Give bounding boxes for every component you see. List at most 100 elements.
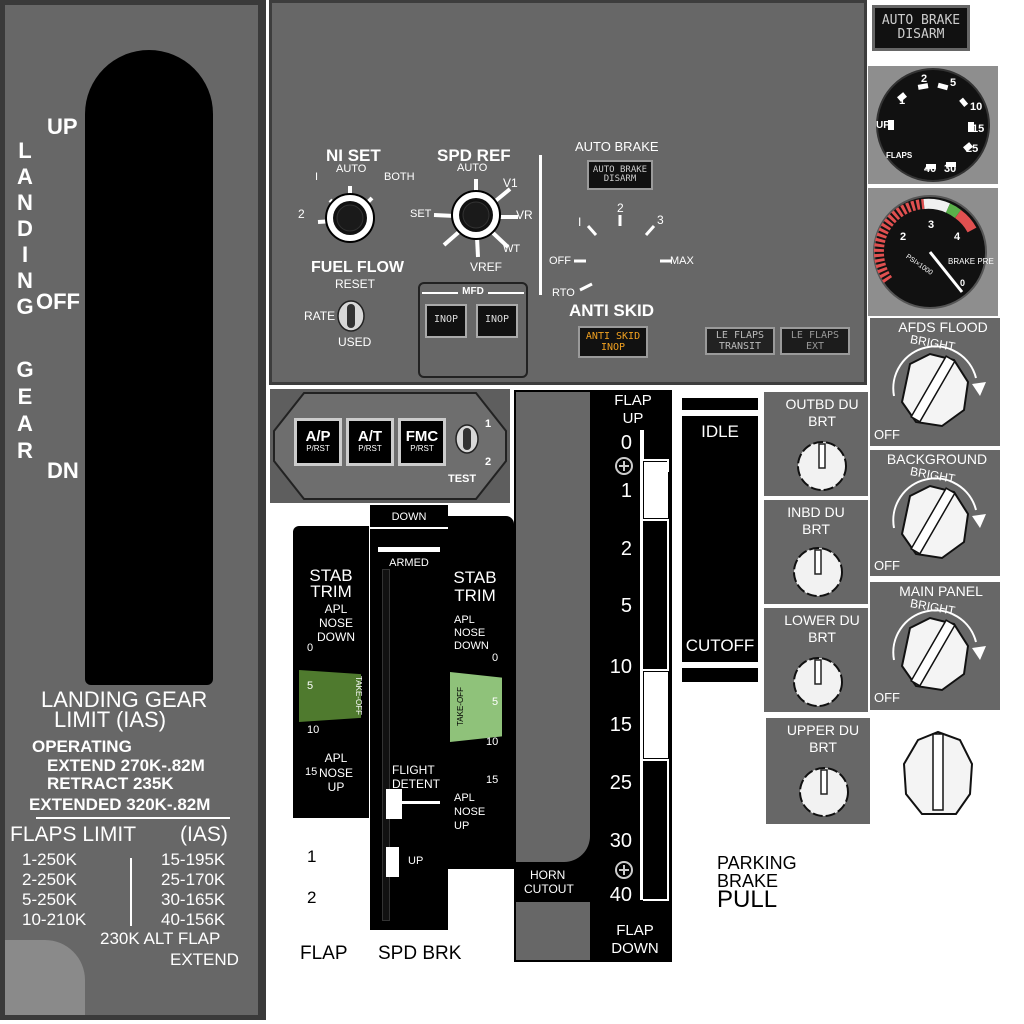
lower-du-label-2: BRT [808, 629, 836, 645]
spdbrk-detent-line [400, 801, 440, 804]
standalone-knob[interactable] [898, 728, 978, 824]
flap-position-gauge: 1 2 5 10 15 25 30 40 UP FLAPS [876, 68, 990, 182]
gear-vertical-label: G E A R [16, 357, 34, 463]
stab-left-apl-up: APL [324, 751, 348, 765]
afds-flood-off: OFF [874, 427, 900, 442]
main-panel-off: OFF [874, 690, 900, 705]
flap-gauge-5: 5 [950, 77, 956, 89]
flap-gate-track[interactable] [640, 430, 661, 900]
mfd-inop-button-1[interactable]: INOP [425, 304, 467, 338]
retract-limit: RETRACT 235K [47, 774, 174, 793]
stab-right-takeoff: TAKE-OFF [456, 687, 465, 726]
alt-flap-label: 230K ALT FLAP [100, 929, 221, 948]
auto-brake-disarm-annunciator[interactable]: AUTO BRAKE DISARM [872, 5, 970, 51]
at-disconnect-button[interactable]: A/T P/RST [346, 418, 394, 466]
background-knob[interactable] [876, 472, 1000, 576]
flap-detent-40: 40 [609, 884, 632, 906]
stab-right-takeoff-band [450, 672, 502, 742]
main-panel-label: MAIN PANEL [899, 583, 983, 599]
bp-4: 4 [954, 231, 961, 243]
gear-panel-corner [5, 940, 85, 1015]
spd-vr-label: VR [516, 208, 533, 222]
bp-3: 3 [928, 219, 934, 231]
afds-flood-knob[interactable] [876, 340, 1000, 444]
spd-set-label: SET [410, 208, 432, 220]
flaps-left-list: 1-250K 2-250K 5-250K 10-210K [22, 850, 87, 929]
ap-prst-label: P/RST [306, 443, 330, 453]
stab-right-15: 15 [486, 774, 499, 786]
flap-gauge-label: FLAPS [886, 151, 913, 160]
extend-limit: EXTEND 270K-.82M [47, 756, 205, 775]
spd-v1-label: V1 [503, 176, 518, 190]
lower-du-knob[interactable] [790, 654, 846, 710]
bp-label: BRAKE PRESS [948, 257, 994, 266]
flap-lever-grey-lower [516, 902, 590, 960]
auto-brake-selector-ticks[interactable] [568, 210, 678, 300]
fuel-cutoff-panel[interactable]: IDLE CUTOFF [682, 416, 758, 662]
stab-left-stab: STAB [309, 566, 353, 585]
ab-max-label: MAX [670, 255, 694, 267]
afds-test-toggle[interactable] [454, 422, 480, 456]
outbd-du-knob[interactable] [794, 438, 850, 494]
spdbrk-detent-mark [386, 789, 402, 819]
inbd-du-knob[interactable] [790, 544, 846, 600]
flap-detent-2: 2 [620, 538, 632, 560]
parking-brake-label-2: BRAKE [717, 871, 779, 891]
spd-ref-knob[interactable] [428, 175, 524, 265]
fmc-button[interactable]: FMC P/RST [398, 418, 446, 466]
brake-pressure-gauge: 2 3 4 0 PSI×1000 BRAKE PRESS [873, 195, 994, 309]
afds-test-label: TEST [448, 473, 477, 485]
le-flaps-ext-light: LE FLAPS EXT [780, 327, 850, 355]
auto-brake-disarm-light[interactable]: AUTO BRAKE DISARM [587, 160, 653, 190]
spd-auto-label: AUTO [457, 162, 488, 174]
bp-2: 2 [900, 231, 906, 243]
stab-right-stab: STAB [453, 568, 497, 587]
spd-brk-bottom-label: SPD BRK [378, 943, 462, 964]
gear-limit-subtitle: LIMIT (IAS) [54, 707, 167, 732]
flap-lever-grey-slot [516, 392, 590, 862]
upper-du-label-1: UPPER DU [786, 722, 860, 738]
flap-detent-30: 30 [609, 830, 632, 852]
stab-right-5: 5 [492, 696, 499, 708]
stab-trim-bottom-1: 1 [307, 847, 317, 866]
fuel-idle-label: IDLE [701, 422, 739, 441]
spdbrk-armed: ARMED [389, 557, 429, 569]
stab-left-5: 5 [307, 680, 314, 692]
spdbrk-slot[interactable] [382, 569, 390, 921]
fuel-flow-toggle[interactable] [336, 296, 366, 336]
landing-gear-panel: UP OFF DN L A N D I N G G E A R LANDING … [0, 0, 266, 1020]
afds-test-1: 1 [485, 418, 492, 430]
stab-left-apl: APL [324, 602, 348, 616]
mfd-inop-button-2[interactable]: INOP [476, 304, 518, 338]
stab-left-up: UP [327, 780, 345, 794]
n1-set-knob[interactable] [310, 180, 390, 260]
gear-up-label: UP [47, 114, 78, 139]
n1-2-label: 2 [298, 207, 305, 221]
center-panel-divider [539, 155, 542, 295]
upper-du-knob[interactable] [796, 764, 852, 820]
spdbrk-up-mark [386, 847, 399, 877]
flap-detent-5: 5 [620, 595, 632, 617]
bp-0: 0 [960, 278, 965, 288]
afds-test-2: 2 [485, 456, 492, 468]
parking-brake-pull[interactable]: PULL [717, 886, 778, 913]
lower-du-label-1: LOWER DU [784, 612, 860, 628]
mfd-label: MFD [462, 286, 484, 297]
fuel-cutoff-bottom-bar [682, 668, 758, 682]
flap-bottom-label: FLAP [300, 943, 348, 964]
flap-screw-top [615, 457, 633, 475]
stab-left-takeoff: TAKE-OFF [354, 676, 363, 715]
main-panel-knob[interactable] [876, 604, 1000, 708]
n1-auto-label: AUTO [336, 163, 367, 175]
horn-cutout-1: HORN [530, 868, 566, 882]
speed-brake-panel: DOWN ARMED FLIGHT DETENT UP [370, 505, 448, 930]
landing-gear-lever-slot[interactable] [85, 50, 213, 685]
stab-left-10: 10 [307, 724, 320, 736]
spdbrk-detent: DETENT [392, 777, 440, 791]
stab-right-apl: APL [454, 614, 475, 626]
ap-disconnect-button[interactable]: A/P P/RST [294, 418, 342, 466]
spdbrk-down: DOWN [391, 511, 427, 523]
spdbrk-up: UP [408, 855, 424, 867]
flaps-limit-title: FLAPS LIMIT [10, 823, 137, 846]
outbd-du-label-1: OUTBD DU [785, 396, 859, 412]
